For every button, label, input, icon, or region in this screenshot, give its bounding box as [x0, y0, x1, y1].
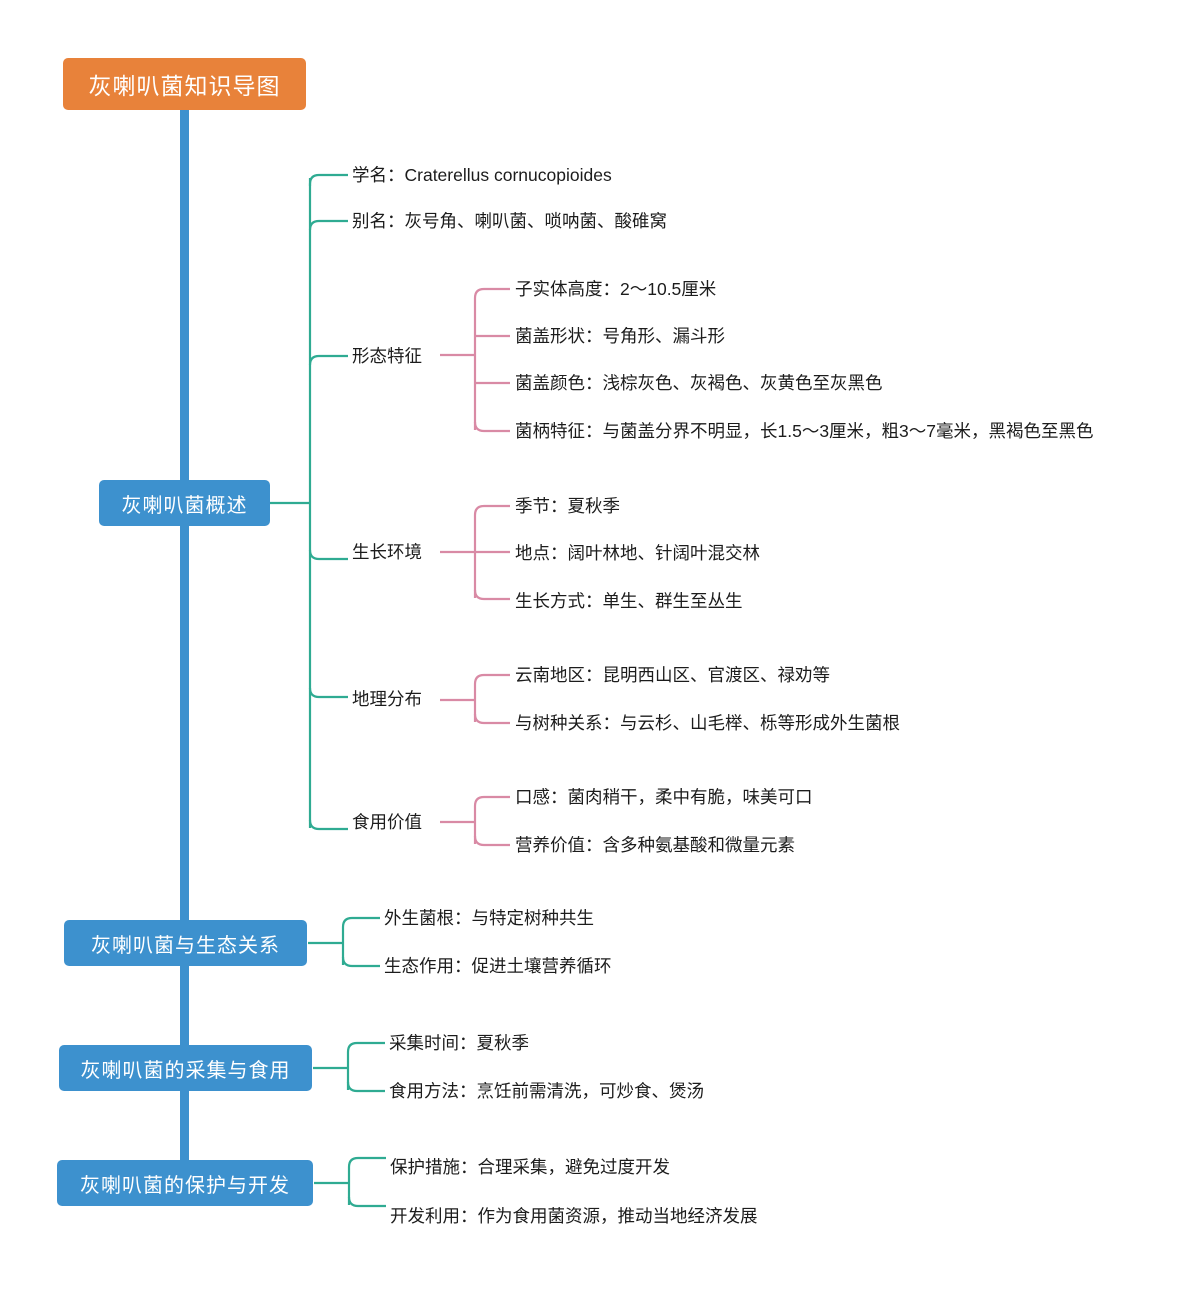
connector-protection-to-children	[314, 1156, 386, 1208]
root-node-label: 灰喇叭菌知识导图	[88, 73, 281, 99]
main-node-overview-label: 灰喇叭菌概述	[121, 494, 248, 517]
branch-label-habitat: 生长环境	[352, 542, 422, 562]
main-node-protection[interactable]: 灰喇叭菌的保护与开发	[57, 1160, 313, 1206]
connector-harvest-to-children	[313, 1041, 385, 1093]
connector-distribution	[440, 673, 510, 725]
leaf-scientific-name: 学名：Craterellus cornucopioides	[352, 165, 612, 185]
connector-habitat	[440, 504, 510, 601]
leaf-protection-measures: 保护措施：合理采集，避免过度开发	[390, 1157, 670, 1177]
main-node-ecology[interactable]: 灰喇叭菌与生态关系	[64, 920, 307, 966]
leaf-development-use: 开发利用：作为食用菌资源，推动当地经济发展	[390, 1206, 758, 1226]
root-node[interactable]: 灰喇叭菌知识导图	[63, 58, 306, 110]
leaf-harvest-time: 采集时间：夏秋季	[389, 1033, 529, 1053]
leaf-growth-habit: 生长方式：单生、群生至丛生	[515, 591, 743, 611]
connector-morphology	[440, 287, 510, 433]
connector-edible-value	[440, 795, 510, 847]
main-node-harvest-label: 灰喇叭菌的采集与食用	[80, 1059, 291, 1082]
leaf-ectomycorrhiza: 外生菌根：与特定树种共生	[384, 908, 594, 928]
branch-label-edible-value: 食用价值	[352, 812, 422, 832]
leaf-ecological-role: 生态作用：促进土壤营养循环	[384, 956, 612, 976]
leaf-alias: 别名：灰号角、喇叭菌、唢呐菌、酸碓窝	[352, 211, 667, 231]
main-node-harvest[interactable]: 灰喇叭菌的采集与食用	[59, 1045, 312, 1091]
leaf-cap-color: 菌盖颜色：浅棕灰色、灰褐色、灰黄色至灰黑色	[515, 373, 883, 393]
branch-label-distribution: 地理分布	[352, 689, 422, 709]
leaf-cap-shape: 菌盖形状：号角形、漏斗形	[515, 326, 725, 346]
connector-ecology-to-children	[308, 916, 380, 968]
leaf-fruitbody-height: 子实体高度：2～10.5厘米	[515, 279, 717, 299]
leaf-season: 季节：夏秋季	[515, 496, 620, 516]
connector-overview-to-children	[270, 173, 348, 831]
leaf-cooking-method: 食用方法：烹饪前需清洗，可炒食、煲汤	[389, 1081, 704, 1101]
leaf-nutrition: 营养价值：含多种氨基酸和微量元素	[515, 835, 795, 855]
leaf-taste: 口感：菌肉稍干，柔中有脆，味美可口	[515, 787, 813, 807]
main-node-ecology-label: 灰喇叭菌与生态关系	[91, 934, 280, 957]
main-node-protection-label: 灰喇叭菌的保护与开发	[80, 1174, 290, 1197]
leaf-tree-relationship: 与树种关系：与云杉、山毛榉、栎等形成外生菌根	[515, 713, 900, 733]
main-node-overview[interactable]: 灰喇叭菌概述	[99, 480, 270, 526]
trunk-line	[180, 108, 189, 1206]
leaf-yunnan-region: 云南地区：昆明西山区、官渡区、禄劝等	[515, 665, 830, 685]
leaf-location: 地点：阔叶林地、针阔叶混交林	[515, 543, 760, 563]
leaf-stipe-features: 菌柄特征：与菌盖分界不明显，长1.5～3厘米，粗3～7毫米，黑褐色至黑色	[515, 421, 1094, 441]
branch-label-morphology: 形态特征	[352, 346, 422, 366]
